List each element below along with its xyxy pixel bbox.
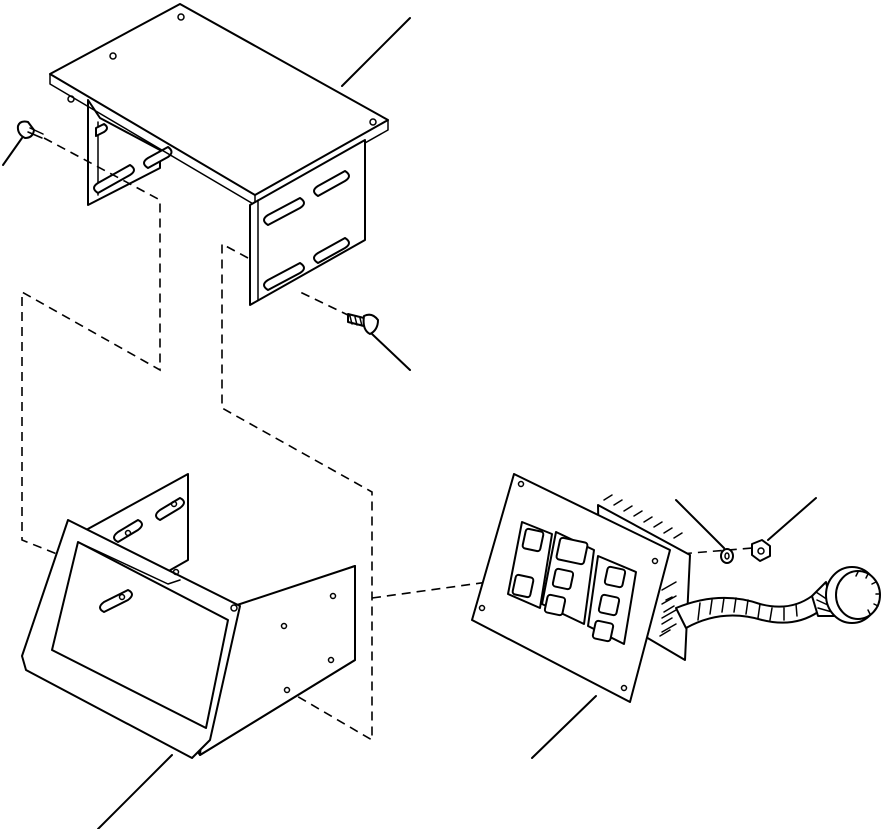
leader-panel-housing [97,754,173,829]
mounting-screw-right [347,313,411,371]
leader-top-plate [341,17,411,87]
switch-panel [471,473,691,703]
panel-housing [21,473,356,759]
top-plate-bracket [49,3,389,306]
lock-washer [675,499,734,564]
leader-switch-panel [531,695,597,759]
mounting-screw-left [2,120,44,166]
hex-nut [751,497,817,562]
alignment-lines [21,137,753,742]
wire-harness-connector [659,566,881,637]
